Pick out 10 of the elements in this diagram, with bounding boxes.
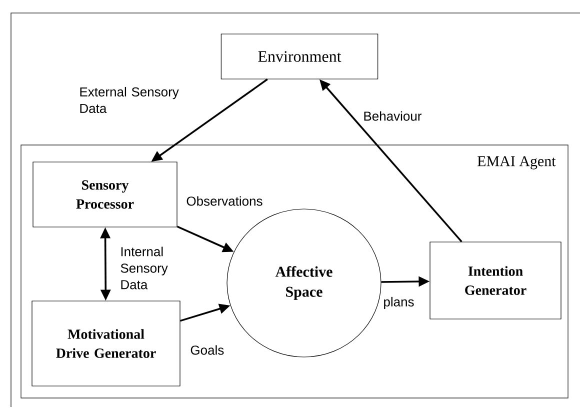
process-box: Motivational Drive Generator xyxy=(32,300,180,386)
edge-label: Goals xyxy=(190,345,224,355)
edge-label: Behaviour xyxy=(364,111,422,121)
edge-label: Internal Sensory Data xyxy=(120,246,168,290)
edge-label: plans xyxy=(384,296,414,310)
process-box: Sensory Processor xyxy=(32,162,178,228)
process-box: Intention Generator xyxy=(430,242,562,320)
edge-label: External Sensory Data xyxy=(80,86,179,114)
edge-label: Observations xyxy=(186,196,262,206)
process-box: Environment xyxy=(220,34,378,80)
